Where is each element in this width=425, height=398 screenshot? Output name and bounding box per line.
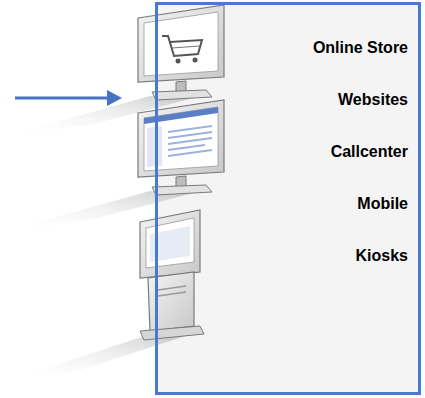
monitor-website [138, 100, 224, 195]
channel-label: Kiosks [356, 247, 408, 265]
kiosk [140, 210, 204, 340]
panel-ground [155, 2, 421, 395]
channel-label: Callcenter [331, 143, 408, 161]
input-arrow [15, 90, 122, 106]
channel-label: Websites [338, 91, 408, 109]
shadow [10, 333, 195, 380]
channel-label: Online Store [313, 39, 408, 57]
monitor-cart [138, 5, 224, 100]
channel-panel: Online StoreWebsitesCallcenterMobileKios… [155, 2, 421, 395]
channel-label: Mobile [357, 195, 408, 213]
